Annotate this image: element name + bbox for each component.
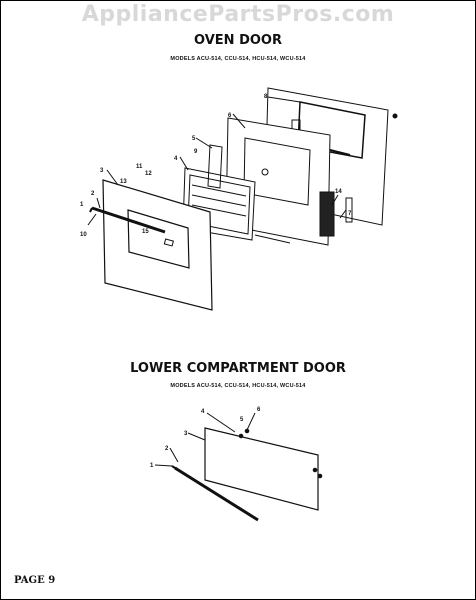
callout-oven-11: 11: [136, 164, 143, 170]
callout-oven-4: 4: [174, 156, 178, 162]
lower-door-title: LOWER COMPARTMENT DOOR: [130, 361, 346, 376]
lower-door-models: MODELS ACU-514, CCU-514, HCU-514, WCU-51…: [170, 383, 306, 389]
lower-door-callouts: 4 6 5 3 2 1: [150, 407, 261, 469]
callout-oven-10: 10: [80, 232, 87, 238]
callout-oven-8: 8: [264, 94, 268, 100]
callout-lower-1: 1: [150, 463, 154, 469]
callout-oven-14: 14: [335, 189, 342, 195]
watermark: AppliancePartsPros.com: [81, 2, 395, 27]
oven-door-outer-panel: [102, 179, 213, 311]
callout-oven-13: 13: [120, 179, 127, 185]
callout-oven-1: 1: [80, 202, 84, 208]
oven-door-handle: [91, 206, 166, 234]
oven-door-callouts: 8 6 5 9 4 3 11 12 13 2 1 10 15 14 7: [80, 94, 352, 238]
page-label: PAGE 9: [14, 575, 56, 586]
callout-oven-3: 3: [100, 168, 104, 174]
callout-oven-7: 7: [348, 211, 352, 217]
callout-lower-3: 3: [184, 431, 188, 437]
callout-oven-12: 12: [145, 171, 152, 177]
callout-lower-6: 6: [257, 407, 261, 413]
hinge-block: [319, 191, 335, 237]
outer-panel-window: [127, 209, 190, 269]
callout-lower-2: 2: [165, 446, 169, 452]
callout-lower-4: 4: [201, 409, 205, 415]
callout-oven-15: 15: [142, 229, 149, 235]
side-bracket: [207, 144, 223, 189]
callout-lower-5: 5: [240, 417, 244, 423]
lower-door-assembly: [154, 412, 323, 522]
callout-oven-5: 5: [192, 136, 196, 142]
lower-door-handle: [174, 466, 259, 522]
oven-door-title: OVEN DOOR: [194, 33, 282, 48]
callout-oven-6: 6: [228, 113, 232, 119]
callout-oven-9: 9: [194, 149, 198, 155]
callout-oven-2: 2: [91, 191, 95, 197]
oven-door-models: MODELS ACU-514, CCU-514, HCU-514, WCU-51…: [170, 56, 306, 62]
lower-door-panel: [204, 427, 319, 511]
oven-door-assembly: [87, 87, 398, 311]
